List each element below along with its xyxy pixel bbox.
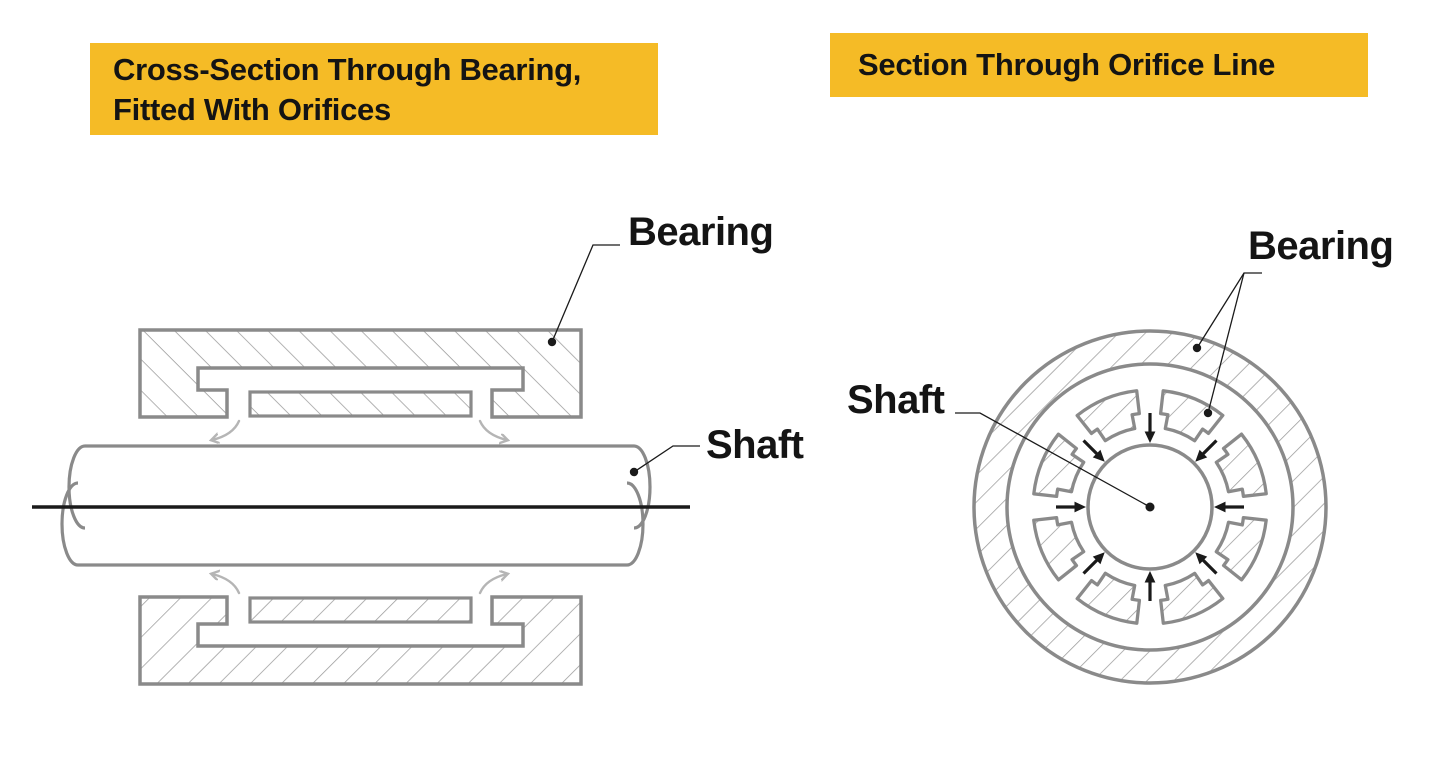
left-title-line2: Fitted With Orifices [113, 92, 391, 127]
leader-bearing-right-outer [1196, 272, 1262, 349]
flow-arrow-top-right [478, 419, 507, 440]
jet-arrow [1054, 499, 1088, 515]
leader-dot [1192, 343, 1202, 353]
bearing-label-right: Bearing [1248, 224, 1394, 268]
shaft-label-left: Shaft [706, 423, 804, 467]
flow-arrow-bottom-right [478, 574, 507, 595]
leader-dot [1203, 408, 1213, 418]
bearing-bottom-block [138, 595, 583, 686]
shaft-label-right: Shaft [847, 378, 945, 422]
right-title-text: Section Through Orifice Line [858, 47, 1276, 82]
bearing-outer-ring [972, 329, 1328, 685]
cross-section-view [32, 244, 700, 686]
leader-dot [629, 467, 639, 477]
shaft-center-dot [1145, 502, 1155, 512]
leader-bearing-right-pad [1207, 272, 1245, 414]
leader-dot [547, 337, 557, 347]
leader-bearing-left [551, 244, 620, 343]
bearing-label-left: Bearing [628, 210, 774, 254]
left-title-banner: Cross-Section Through Bearing, Fitted Wi… [90, 43, 658, 135]
orifice-section-view [955, 272, 1328, 685]
right-title-banner: Section Through Orifice Line [830, 33, 1368, 97]
oil-flow-arrows [212, 419, 507, 595]
leader-shaft-left [633, 445, 700, 473]
right-view-leaders [955, 272, 1262, 508]
jet-arrow [1142, 411, 1158, 445]
flow-arrow-top-left [212, 419, 241, 440]
left-view-leaders [551, 244, 700, 473]
orifice-plate-bottom [248, 596, 473, 624]
leader-shaft-right [955, 412, 1151, 508]
jet-arrow [1212, 499, 1246, 515]
flow-arrow-bottom-left [212, 574, 241, 595]
jet-arrow [1142, 569, 1158, 603]
orifice-plate-top [248, 390, 473, 418]
shaft-cylinder [60, 444, 652, 567]
left-title-line1: Cross-Section Through Bearing, [113, 52, 582, 87]
bearing-top-block [138, 328, 583, 419]
